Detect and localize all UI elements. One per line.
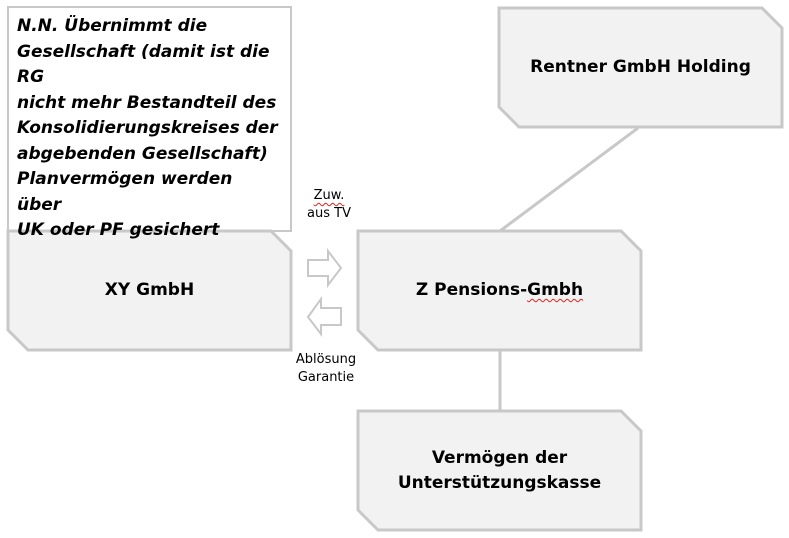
z-pensions-label-gmbh: Gmbh (527, 280, 584, 300)
z-pensions-label-prefix: Z Pensions- (415, 280, 528, 300)
arrow-bottom-label: Ablösung Garantie (290, 351, 362, 387)
xy-gmbh-box (6, 229, 293, 352)
z-pensions-box (356, 229, 643, 352)
arrow-top-label-line1: Zuw. (313, 188, 345, 203)
z-pensions-label: Z Pensions-Gmbh (358, 231, 641, 350)
arrow-left-icon (306, 295, 342, 337)
xy-gmbh-label: XY GmbH (104, 280, 195, 300)
arrow-bottom-label-line1: Ablösung (295, 352, 357, 367)
vermoegen-label: Vermögen der Unterstützungskasse (358, 411, 641, 530)
arrow-top-label-line2: aus TV (307, 206, 351, 221)
vermoegen-label-line2: Unterstützungskasse (397, 472, 602, 493)
vermoegen-label-line1: Vermögen der (431, 447, 568, 468)
connector-z-to-rentner (499, 126, 639, 233)
rentner-holding-label: Rentner GmbH Holding (530, 57, 751, 77)
rentner-holding-box (497, 6, 784, 129)
arrow-bottom-label-line2: Garantie (297, 370, 355, 385)
vermoegen-box (356, 409, 643, 532)
note-box (7, 6, 292, 232)
arrow-top-label: Zuw. aus TV (296, 187, 362, 223)
note-text: N.N. Übernimmt die Gesellschaft (damit i… (17, 16, 278, 240)
arrow-right-icon (307, 248, 343, 288)
